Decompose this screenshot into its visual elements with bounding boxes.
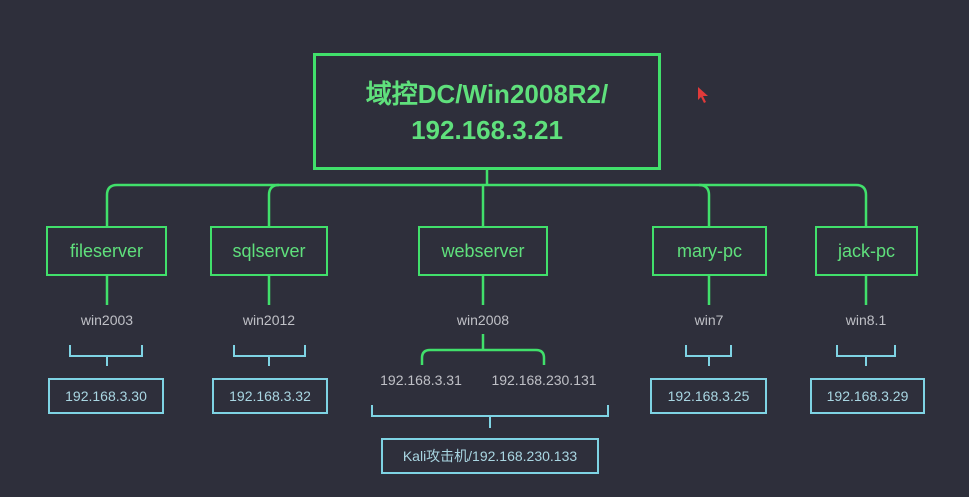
domain-controller-node: 域控DC/Win2008R2/ 192.168.3.21: [313, 53, 661, 170]
os-label: win2003: [80, 312, 134, 328]
ip-box: 192.168.3.30: [48, 378, 164, 414]
kali-attacker-box: Kali攻击机/192.168.230.133: [381, 438, 599, 474]
cursor-icon: [698, 87, 708, 103]
node-mary-pc: mary-pc: [652, 226, 767, 276]
os-label: win7: [694, 312, 724, 328]
node-fileserver: fileserver: [46, 226, 167, 276]
ip-box: 192.168.3.25: [650, 378, 767, 414]
ip-box: 192.168.3.29: [810, 378, 925, 414]
webserver-ip-external: 192.168.230.131: [491, 372, 597, 388]
os-label: win2008: [456, 312, 510, 328]
os-label: win8.1: [845, 312, 887, 328]
dc-ip: 192.168.3.21: [411, 114, 563, 145]
os-label: win2012: [242, 312, 296, 328]
node-jack-pc: jack-pc: [815, 226, 918, 276]
ip-box: 192.168.3.32: [212, 378, 328, 414]
node-sqlserver: sqlserver: [210, 226, 328, 276]
webserver-ip-internal: 192.168.3.31: [380, 372, 462, 388]
dc-title: 域控DC/Win2008R2/: [365, 78, 609, 109]
node-webserver: webserver: [418, 226, 548, 276]
